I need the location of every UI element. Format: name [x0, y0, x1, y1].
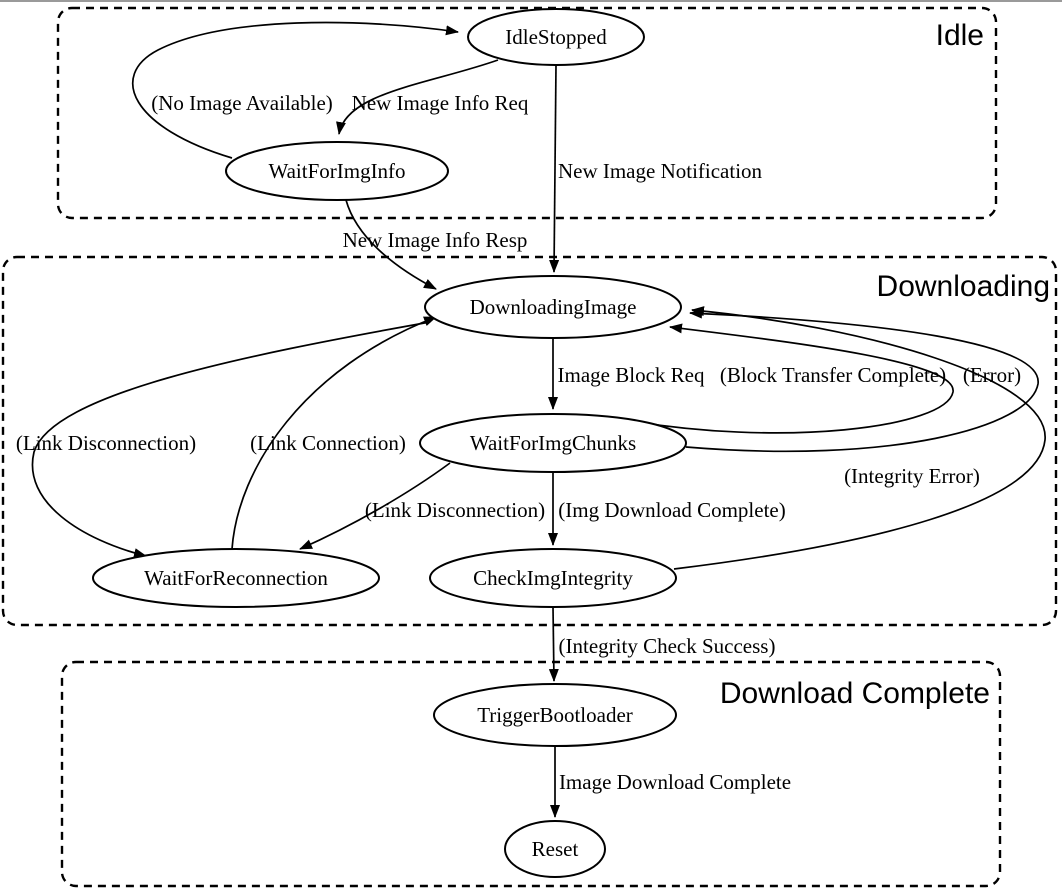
state-idlestopped: IdleStopped — [467, 8, 645, 66]
state-ellipse-idlestopped — [467, 8, 645, 66]
edge-waitforimginfo-to-idlestopped — [131, 21, 459, 159]
state-ellipse-reset — [504, 820, 606, 878]
cluster-idle-boundary — [56, 6, 998, 220]
edge-label-integrity-error: (Integrity Error) — [844, 464, 980, 488]
state-label-reset: Reset — [532, 837, 579, 861]
cluster-downloading: Downloading — [1, 255, 1058, 627]
edge-idlestopped-to-downloadingimage — [549, 64, 560, 273]
edge-label-image-download-complete: Image Download Complete — [559, 770, 791, 794]
edge-label-link-connection: (Link Connection) — [250, 431, 406, 455]
edges: New Image Info Req (No Image Available) … — [16, 21, 1046, 818]
state-ellipse-downloadingimage — [424, 275, 682, 339]
cluster-downloading-title: Downloading — [877, 270, 1050, 303]
state-triggerbootloader: TriggerBootloader — [433, 683, 677, 747]
edge-label-new-image-notification: New Image Notification — [558, 159, 763, 183]
state-downloadingimage: DownloadingImage — [424, 275, 682, 339]
edge-waitforimginfo-to-downloadingimage — [345, 199, 437, 290]
cluster-download-complete: Download Complete — [60, 660, 1002, 888]
state-checkimgintegrity: CheckImgIntegrity — [429, 548, 677, 608]
state-label-triggerbootloader: TriggerBootloader — [477, 703, 633, 727]
edge-waitforimgchunks-to-waitforreconnection — [299, 462, 451, 550]
edge-idlestopped-to-waitforimginfo — [336, 59, 499, 135]
state-label-waitforimginfo: WaitForImgInfo — [268, 159, 405, 183]
edge-label-link-disconnection-left: (Link Disconnection) — [16, 431, 196, 455]
edge-waitforimgchunks-to-downloadingimage-error — [685, 308, 1039, 453]
edge-waitforreconnection-to-downloadingimage — [231, 316, 437, 550]
state-waitforreconnection: WaitForReconnection — [92, 548, 380, 608]
state-reset: Reset — [504, 820, 606, 878]
state-waitforimginfo: WaitForImgInfo — [225, 141, 449, 201]
edge-label-no-image-available: (No Image Available) — [151, 91, 333, 115]
state-label-waitforimgchunks: WaitForImgChunks — [470, 431, 636, 455]
cluster-download-complete-boundary — [60, 660, 1002, 888]
state-label-downloadingimage: DownloadingImage — [470, 295, 637, 319]
cluster-idle: Idle — [56, 6, 998, 220]
edge-label-new-image-info-resp: New Image Info Resp — [343, 228, 528, 252]
cluster-downloading-boundary — [1, 255, 1058, 627]
cluster-idle-title: Idle — [936, 19, 984, 52]
state-ellipse-triggerbootloader — [433, 683, 677, 747]
state-ellipse-waitforimgchunks — [419, 413, 687, 473]
window-top-border — [0, 0, 1062, 2]
state-waitforimgchunks: WaitForImgChunks — [419, 413, 687, 473]
state-ellipse-waitforreconnection — [92, 548, 380, 608]
edge-checkimgintegrity-to-triggerbootloader — [548, 606, 559, 682]
edge-label-img-download-complete: (Img Download Complete) — [558, 498, 785, 522]
edge-checkimgintegrity-to-downloadingimage — [673, 306, 1046, 570]
cluster-download-complete-title: Download Complete — [720, 677, 990, 710]
state-ellipse-waitforimginfo — [225, 141, 449, 201]
edge-downloadingimage-to-waitforreconnection — [31, 321, 431, 558]
edge-label-block-transfer-complete: (Block Transfer Complete) — [720, 363, 946, 387]
edge-label-link-disconnection-mid: (Link Disconnection) — [365, 498, 545, 522]
state-ellipse-checkimgintegrity — [429, 548, 677, 608]
state-label-waitforreconnection: WaitForReconnection — [144, 566, 328, 590]
edge-label-image-block-req: Image Block Req — [558, 363, 705, 387]
edge-label-new-image-info-req: New Image Info Req — [352, 91, 529, 115]
state-label-idlestopped: IdleStopped — [505, 25, 607, 49]
edge-waitforimgchunks-to-downloadingimage-block-complete — [619, 323, 954, 434]
state-label-checkimgintegrity: CheckImgIntegrity — [473, 566, 633, 590]
edge-label-error: (Error) — [963, 363, 1021, 387]
edge-label-integrity-check-success: (Integrity Check Success) — [559, 634, 776, 658]
